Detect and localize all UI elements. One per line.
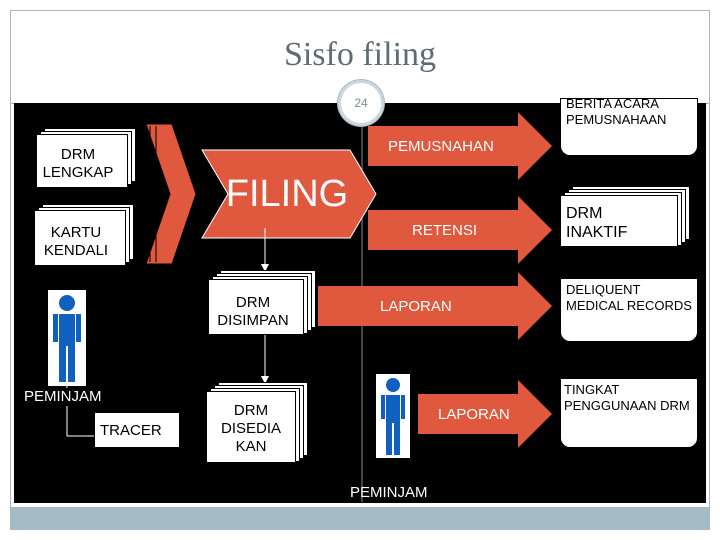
drm-disediakan-label: DRM DISEDIA KAN: [220, 402, 281, 455]
filing-label: FILING: [225, 173, 349, 215]
drm-inaktif-stack: [560, 186, 692, 248]
drm-lengkap-label: DRM LENGKAP: [42, 146, 114, 181]
berita-acara-label: BERITA ACARA PEMUSNAHAAN: [566, 96, 667, 127]
tingkat-doc: [560, 378, 698, 448]
laporan-label-2: LAPORAN: [438, 406, 510, 423]
drm-inaktif-label: DRM INAKTIF: [566, 205, 628, 242]
deliquent-doc: [560, 278, 698, 342]
slide-frame: [10, 10, 710, 530]
peminjam-center-person-icon: [376, 374, 410, 458]
footer-bar: [11, 507, 709, 529]
drm-lengkap-stack: [32, 128, 138, 188]
tingkat-label: TINGKAT PENGGUNAAN DRM: [564, 382, 690, 413]
peminjam-bottom-label: PEMINJAM: [350, 484, 428, 501]
peminjam-person-icon: [48, 290, 86, 386]
laporan-label-1: LAPORAN: [380, 298, 452, 315]
page-number-badge: 24: [338, 80, 384, 126]
tracer-label: TRACER: [100, 422, 162, 439]
tracer-box: [94, 412, 180, 448]
peminjam-left-label: PEMINJAM: [24, 388, 102, 406]
retensi-label: RETENSI: [412, 222, 478, 239]
berita-acara-doc: [560, 98, 698, 156]
drm-disediakan-stack: [202, 382, 310, 464]
drm-disimpan-label: DRM DISIMPAN: [217, 294, 289, 329]
drm-disimpan-stack: [204, 270, 318, 336]
deliquent-label: DELIQUENT MEDICAL RECORDS: [566, 282, 692, 313]
pemusnahan-label: PEMUSNAHAN: [388, 138, 494, 155]
kartu-kendali-label: KARTU KENDALI: [43, 224, 109, 259]
kartu-kendali-stack: [30, 204, 136, 266]
slide-title: Sisfo filing: [283, 36, 437, 73]
